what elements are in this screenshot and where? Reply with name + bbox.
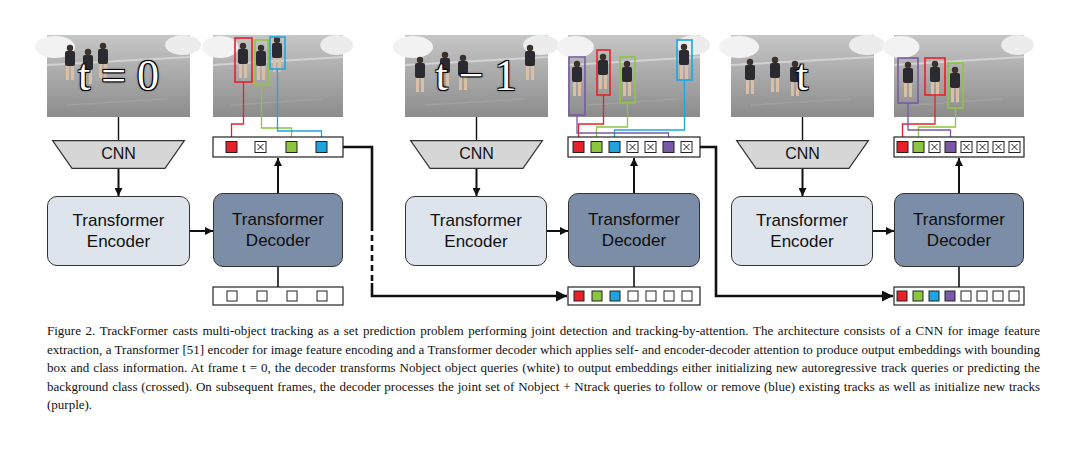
connector — [802, 169, 804, 196]
cnn-shape — [411, 141, 543, 169]
frame-label: t — [796, 52, 808, 100]
box-label: Transformer Decoder — [577, 209, 691, 252]
connector — [118, 169, 120, 196]
query-row — [568, 287, 700, 305]
input-frame-photo — [35, 35, 201, 117]
query-row — [213, 287, 343, 305]
input-frame: t — [731, 35, 873, 117]
decoder-box: Transformer Decoder — [213, 193, 343, 267]
connector — [190, 230, 213, 232]
box-label: Transformer Decoder — [222, 209, 334, 252]
cnn-trapezoid: CNN — [52, 140, 185, 169]
box-label: CNN — [101, 145, 136, 163]
connector — [547, 230, 568, 232]
encoder-box: Transformer Encoder — [405, 196, 547, 266]
frame-label: t = 0 — [78, 52, 159, 100]
decoder-box: Transformer Decoder — [894, 193, 1024, 267]
decoder-box: Transformer Decoder — [568, 193, 700, 267]
input-frame: t = 0 — [47, 35, 190, 117]
cnn-shape — [53, 141, 185, 169]
leader-lines — [232, 69, 956, 142]
input-frame-photo — [393, 35, 559, 117]
query-row — [894, 287, 1024, 305]
connector — [476, 117, 477, 140]
box-label: CNN — [785, 145, 820, 163]
box-label: Transformer Decoder — [903, 209, 1015, 252]
cnn-shape — [737, 141, 869, 169]
output-frame-photo — [883, 35, 1034, 117]
decoder-io-lines — [278, 158, 959, 287]
cnn-trapezoid: CNN — [410, 140, 543, 169]
input-frame-photo — [719, 35, 885, 117]
encoder-box: Transformer Encoder — [731, 196, 873, 266]
connector — [873, 230, 894, 232]
connector — [802, 117, 803, 140]
box-label: Transformer Encoder — [414, 210, 538, 253]
output-embeddings — [213, 137, 343, 157]
box-label: CNN — [459, 145, 494, 163]
connector — [118, 117, 119, 140]
encoder-box: Transformer Encoder — [47, 196, 190, 266]
connector — [476, 169, 478, 196]
cnn-trapezoid: CNN — [736, 140, 869, 169]
frame-label: t − 1 — [435, 52, 516, 100]
box-label: Transformer Encoder — [740, 210, 864, 253]
output-frame-photo — [557, 35, 710, 117]
track-query-arrows — [343, 147, 893, 296]
output-embeddings — [568, 137, 700, 157]
figure-caption: Figure 2. TrackFormer casts multi-object… — [47, 322, 1040, 415]
output-embeddings — [894, 137, 1024, 157]
input-frame: t − 1 — [405, 35, 547, 117]
box-label: Transformer Encoder — [56, 210, 181, 253]
